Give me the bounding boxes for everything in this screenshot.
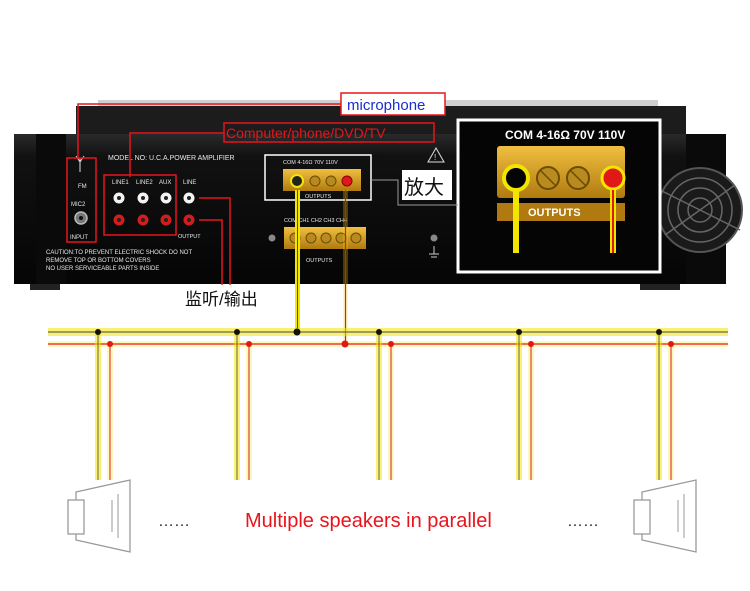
rca-jack-hole <box>141 196 145 200</box>
aux-label: AUX <box>159 180 171 186</box>
zoom-outputs-label: OUTPUTS <box>528 207 581 219</box>
model-label: MODEL NO: U.C.A.POWER AMPLIFIER <box>108 155 235 162</box>
terminal-70v-screw[interactable] <box>325 175 337 187</box>
terminal-top-outputs: OUTPUTS <box>305 194 332 200</box>
svg-text:!: ! <box>434 153 436 162</box>
junction-dot <box>95 329 101 335</box>
warning-icon: ! <box>427 146 445 163</box>
foot-left <box>30 284 60 290</box>
ellipsis-left: …… <box>158 513 190 530</box>
terminal-ch-outputs: OUTPUTS <box>306 258 333 264</box>
sources-callout-label: Computer/phone/DVD/TV <box>226 125 386 141</box>
panel-left-handle <box>36 134 66 284</box>
junction-dot <box>516 329 522 335</box>
speaker-drop-1 <box>95 329 113 480</box>
rca-jack-hole <box>117 218 121 222</box>
fm-label: FM <box>78 184 87 190</box>
sources-callout: Computer/phone/DVD/TV <box>103 122 435 236</box>
monitor-output-callout: 监听/输出 <box>185 197 258 309</box>
foot-right <box>640 284 680 290</box>
junction-dot <box>107 341 113 347</box>
diagram-caption: Multiple speakers in parallel <box>245 510 492 532</box>
antenna-icon <box>75 155 85 172</box>
rca-jack-hole <box>164 196 168 200</box>
speaker-right-icon <box>633 479 697 553</box>
rca-jack-hole <box>187 196 191 200</box>
mic2-label: MIC2 <box>71 202 86 208</box>
monitor-output-label: 监听/输出 <box>185 290 258 309</box>
junction-dot <box>234 329 240 335</box>
line2-label: LINE2 <box>136 180 153 186</box>
junction-dot <box>376 329 382 335</box>
speaker-drop-5 <box>656 329 674 480</box>
junction-dot <box>341 340 349 348</box>
rca-jack-hole <box>141 218 145 222</box>
zoom-callout: 放大 <box>371 170 458 206</box>
rca-jack-hole <box>117 196 121 200</box>
rca-jack-group <box>113 192 195 226</box>
caution-line-1: CAUTION:TO PREVENT ELECTRIC SHOCK DO NOT <box>46 250 192 256</box>
mic2-jack-hole <box>79 216 83 220</box>
terminal-top-label: COM 4-16Ω 70V 110V <box>283 160 338 166</box>
speaker-left-icon <box>67 479 131 553</box>
microphone-callout-label: microphone <box>347 97 425 114</box>
terminal-110v-screw[interactable] <box>341 175 353 187</box>
zoomed-terminal-inset: COM 4-16Ω 70V 110V OUTPUTS <box>456 118 662 274</box>
zoom-outputs-strip <box>497 203 625 221</box>
zoom-callout-bg <box>402 170 452 200</box>
line-out-label: LINE <box>183 180 196 186</box>
screw-icon <box>430 234 438 242</box>
terminal-top-block <box>283 169 361 191</box>
junction-dot <box>668 341 674 347</box>
fan-grille <box>657 167 743 253</box>
junction-dot <box>246 341 252 347</box>
zoom-com-screw[interactable] <box>502 164 530 192</box>
junction-dot <box>656 329 662 335</box>
zoom-terminal-block <box>497 146 625 198</box>
terminal-ch1-screw[interactable] <box>305 232 317 244</box>
ground-icon <box>429 246 439 258</box>
terminal-4-16-screw[interactable] <box>309 175 321 187</box>
screw-icon <box>268 234 276 242</box>
feed-wires <box>295 190 348 344</box>
speaker-drop-3 <box>376 329 394 480</box>
junction-dot <box>293 328 301 336</box>
rca-input-highlight <box>103 174 177 236</box>
input-label: INPUT <box>70 235 88 241</box>
mic-input-highlight <box>66 157 97 243</box>
ellipsis-right: …… <box>567 513 599 530</box>
terminal-com-screw[interactable] <box>290 174 304 188</box>
speaker-drop-2 <box>234 329 252 480</box>
zoom-red-wire-core <box>612 190 614 253</box>
caution-line-3: NO USER SERVICEABLE PARTS INSIDE <box>46 266 159 272</box>
speaker-drops <box>95 328 674 480</box>
terminal-ch4-screw[interactable] <box>350 232 362 244</box>
microphone-callout: microphone <box>66 92 446 243</box>
zoom-yellow-wire <box>513 190 519 253</box>
zoom-terminal-label: COM 4-16Ω 70V 110V <box>505 128 625 142</box>
terminal-ch2-screw[interactable] <box>320 232 332 244</box>
line1-label: LINE1 <box>112 180 129 186</box>
speaker-drop-4 <box>516 329 534 480</box>
terminal-ch-label: COM CH1 CH2 CH3 CH4 <box>284 218 347 224</box>
rca-jack-hole <box>164 218 168 222</box>
zoom-callout-label: 放大 <box>404 176 444 199</box>
terminal-highlight-box <box>264 154 372 201</box>
zoom-110v-screw[interactable] <box>600 165 626 191</box>
caution-line-2: REMOVE TOP OR BOTTOM COVERS <box>46 258 151 264</box>
junction-dot <box>528 341 534 347</box>
junction-dot <box>388 341 394 347</box>
output-label: OUTPUT <box>178 234 201 240</box>
rca-jack-hole <box>187 218 191 222</box>
